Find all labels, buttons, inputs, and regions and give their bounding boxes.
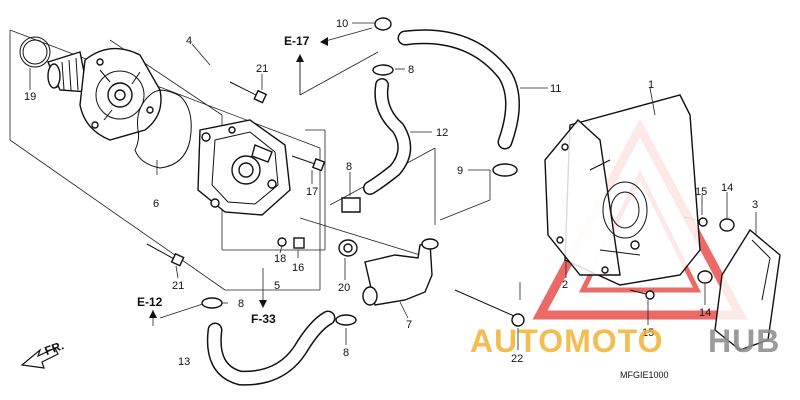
diagram-code: MFGIE1000	[620, 370, 669, 380]
bolt-7-long	[454, 289, 525, 327]
callout-19: 19	[24, 91, 36, 103]
watermark-text-automoto: AUTOMOTO	[470, 323, 663, 359]
bolt-15-lower	[629, 289, 655, 300]
watermark-text-hub: HUB	[708, 323, 780, 359]
part-7-pipe	[362, 238, 439, 306]
callout-17: 17	[306, 186, 318, 198]
callout-16: 16	[292, 262, 304, 274]
callout-8d: 8	[343, 347, 349, 359]
hose-clamps	[201, 17, 518, 326]
callout-22: 22	[511, 353, 523, 365]
callout-21b: 21	[172, 280, 184, 292]
hose-11	[397, 29, 520, 150]
callout-8c: 8	[238, 298, 244, 310]
callout-leaders	[29, 22, 757, 350]
ref-arrow-f33	[259, 300, 267, 308]
small-fasteners	[277, 197, 735, 284]
callout-4: 4	[186, 35, 192, 47]
callout-8a: 8	[408, 64, 414, 76]
callout-14b: 14	[699, 307, 711, 319]
ref-arrow-e17	[296, 27, 373, 95]
callout-9: 9	[457, 165, 463, 177]
callout-18: 18	[274, 253, 286, 265]
bolt-21-lower	[146, 243, 185, 267]
callout-12: 12	[436, 127, 448, 139]
callout-6: 6	[153, 198, 159, 210]
callout-21a: 21	[256, 63, 268, 75]
pump-cover-assembly	[197, 119, 291, 216]
front-direction-arrow	[20, 347, 59, 369]
part-3-bracket	[714, 228, 781, 351]
part-6-gasket	[134, 89, 192, 169]
ref-arrow-e12	[149, 310, 157, 318]
part-19-o-ring	[19, 36, 51, 68]
callout-3: 3	[752, 199, 758, 211]
watermark-logo: AUTOMOTO HUB	[470, 323, 780, 359]
ref-label-f33: F-33	[251, 312, 276, 326]
ref-label-e12: E-12	[137, 295, 163, 309]
bolt-21-upper	[229, 81, 268, 104]
callout-2: 2	[562, 279, 568, 291]
callout-14a: 14	[721, 182, 733, 194]
callout-5: 5	[274, 280, 280, 292]
ref-label-fr: FR.	[43, 338, 66, 358]
callout-13: 13	[178, 356, 190, 368]
callout-8b: 8	[346, 161, 352, 173]
bolt-17	[291, 155, 326, 172]
callout-15a: 15	[695, 186, 707, 198]
callout-11: 11	[550, 83, 561, 95]
ref-label-e17: E-17	[284, 34, 310, 48]
part-1-cover	[544, 94, 701, 286]
callout-7: 7	[406, 319, 412, 331]
callout-10: 10	[336, 18, 348, 30]
callout-1: 1	[648, 79, 654, 91]
part-4-pump-body	[79, 47, 162, 141]
callout-20: 20	[338, 282, 350, 294]
pump-impeller	[47, 51, 89, 93]
callout-15b: 15	[642, 327, 654, 339]
